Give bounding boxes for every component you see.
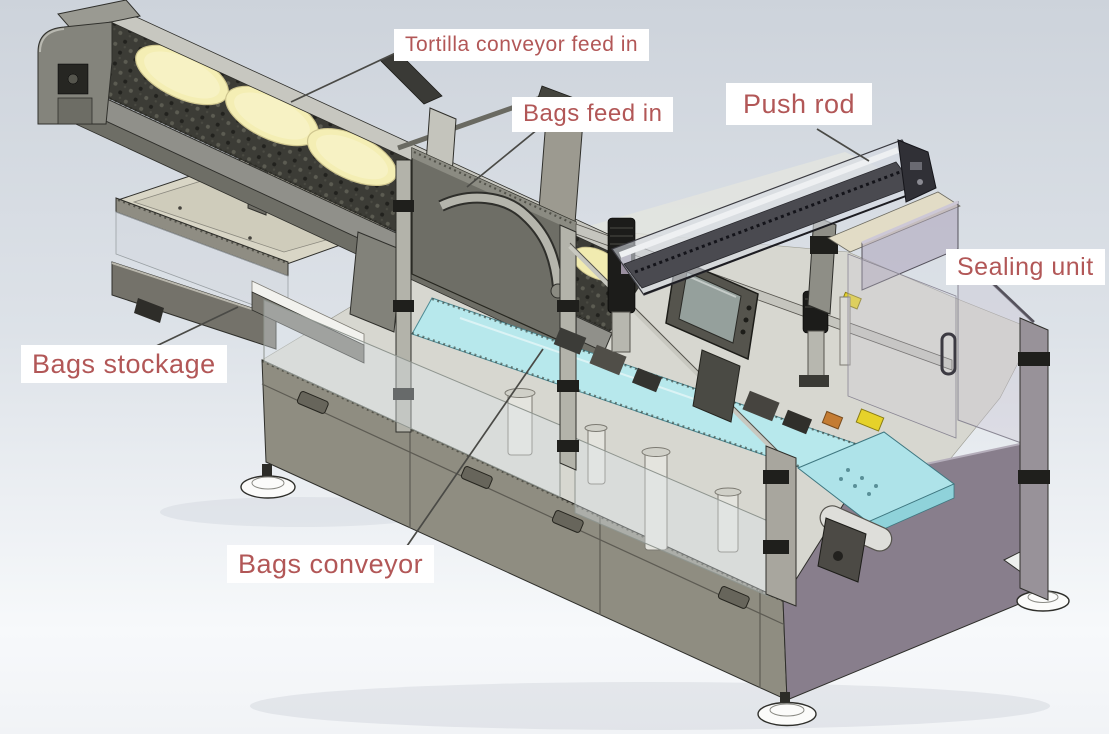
hmi-panel [665,256,759,423]
yellow-block [855,408,885,432]
exit-conveyor [797,431,955,583]
guard-panels [263,224,797,607]
corner-post [1019,317,1049,601]
support-pillar [504,388,742,553]
leveling-foot [240,464,1070,727]
push-rod-assembly [611,139,937,315]
deck-devices [553,291,891,484]
leader-push-rod [816,128,870,162]
leader-bags-feed [466,128,539,188]
label-bags-feed-in: Bags feed in [512,97,674,132]
leader-bags-stockage [149,306,239,350]
label-push-rod: Push rod [726,83,873,126]
label-tortilla-conveyor-feed-in: Tortilla conveyor feed in [394,29,650,61]
guard-post [395,159,412,433]
hmi-buttons[interactable] [740,305,752,335]
leader-tortilla-conveyor [290,49,403,103]
label-bags-stockage: Bags stockage [21,345,227,384]
leader-bags-conveyor [406,348,544,547]
leader-lines [149,49,870,547]
label-sealing-unit: Sealing unit [946,249,1105,285]
door-handle [296,391,750,609]
push-rod-end-cap [897,139,937,203]
label-bags-conveyor: Bags conveyor [227,545,435,584]
tortilla [135,44,398,187]
guard-door-handle[interactable] [940,332,957,376]
sealing-unit-enclosure [827,191,1050,601]
bag-guide-tube [439,193,562,288]
hmi-screen[interactable] [678,271,742,344]
orange-block [821,410,844,430]
